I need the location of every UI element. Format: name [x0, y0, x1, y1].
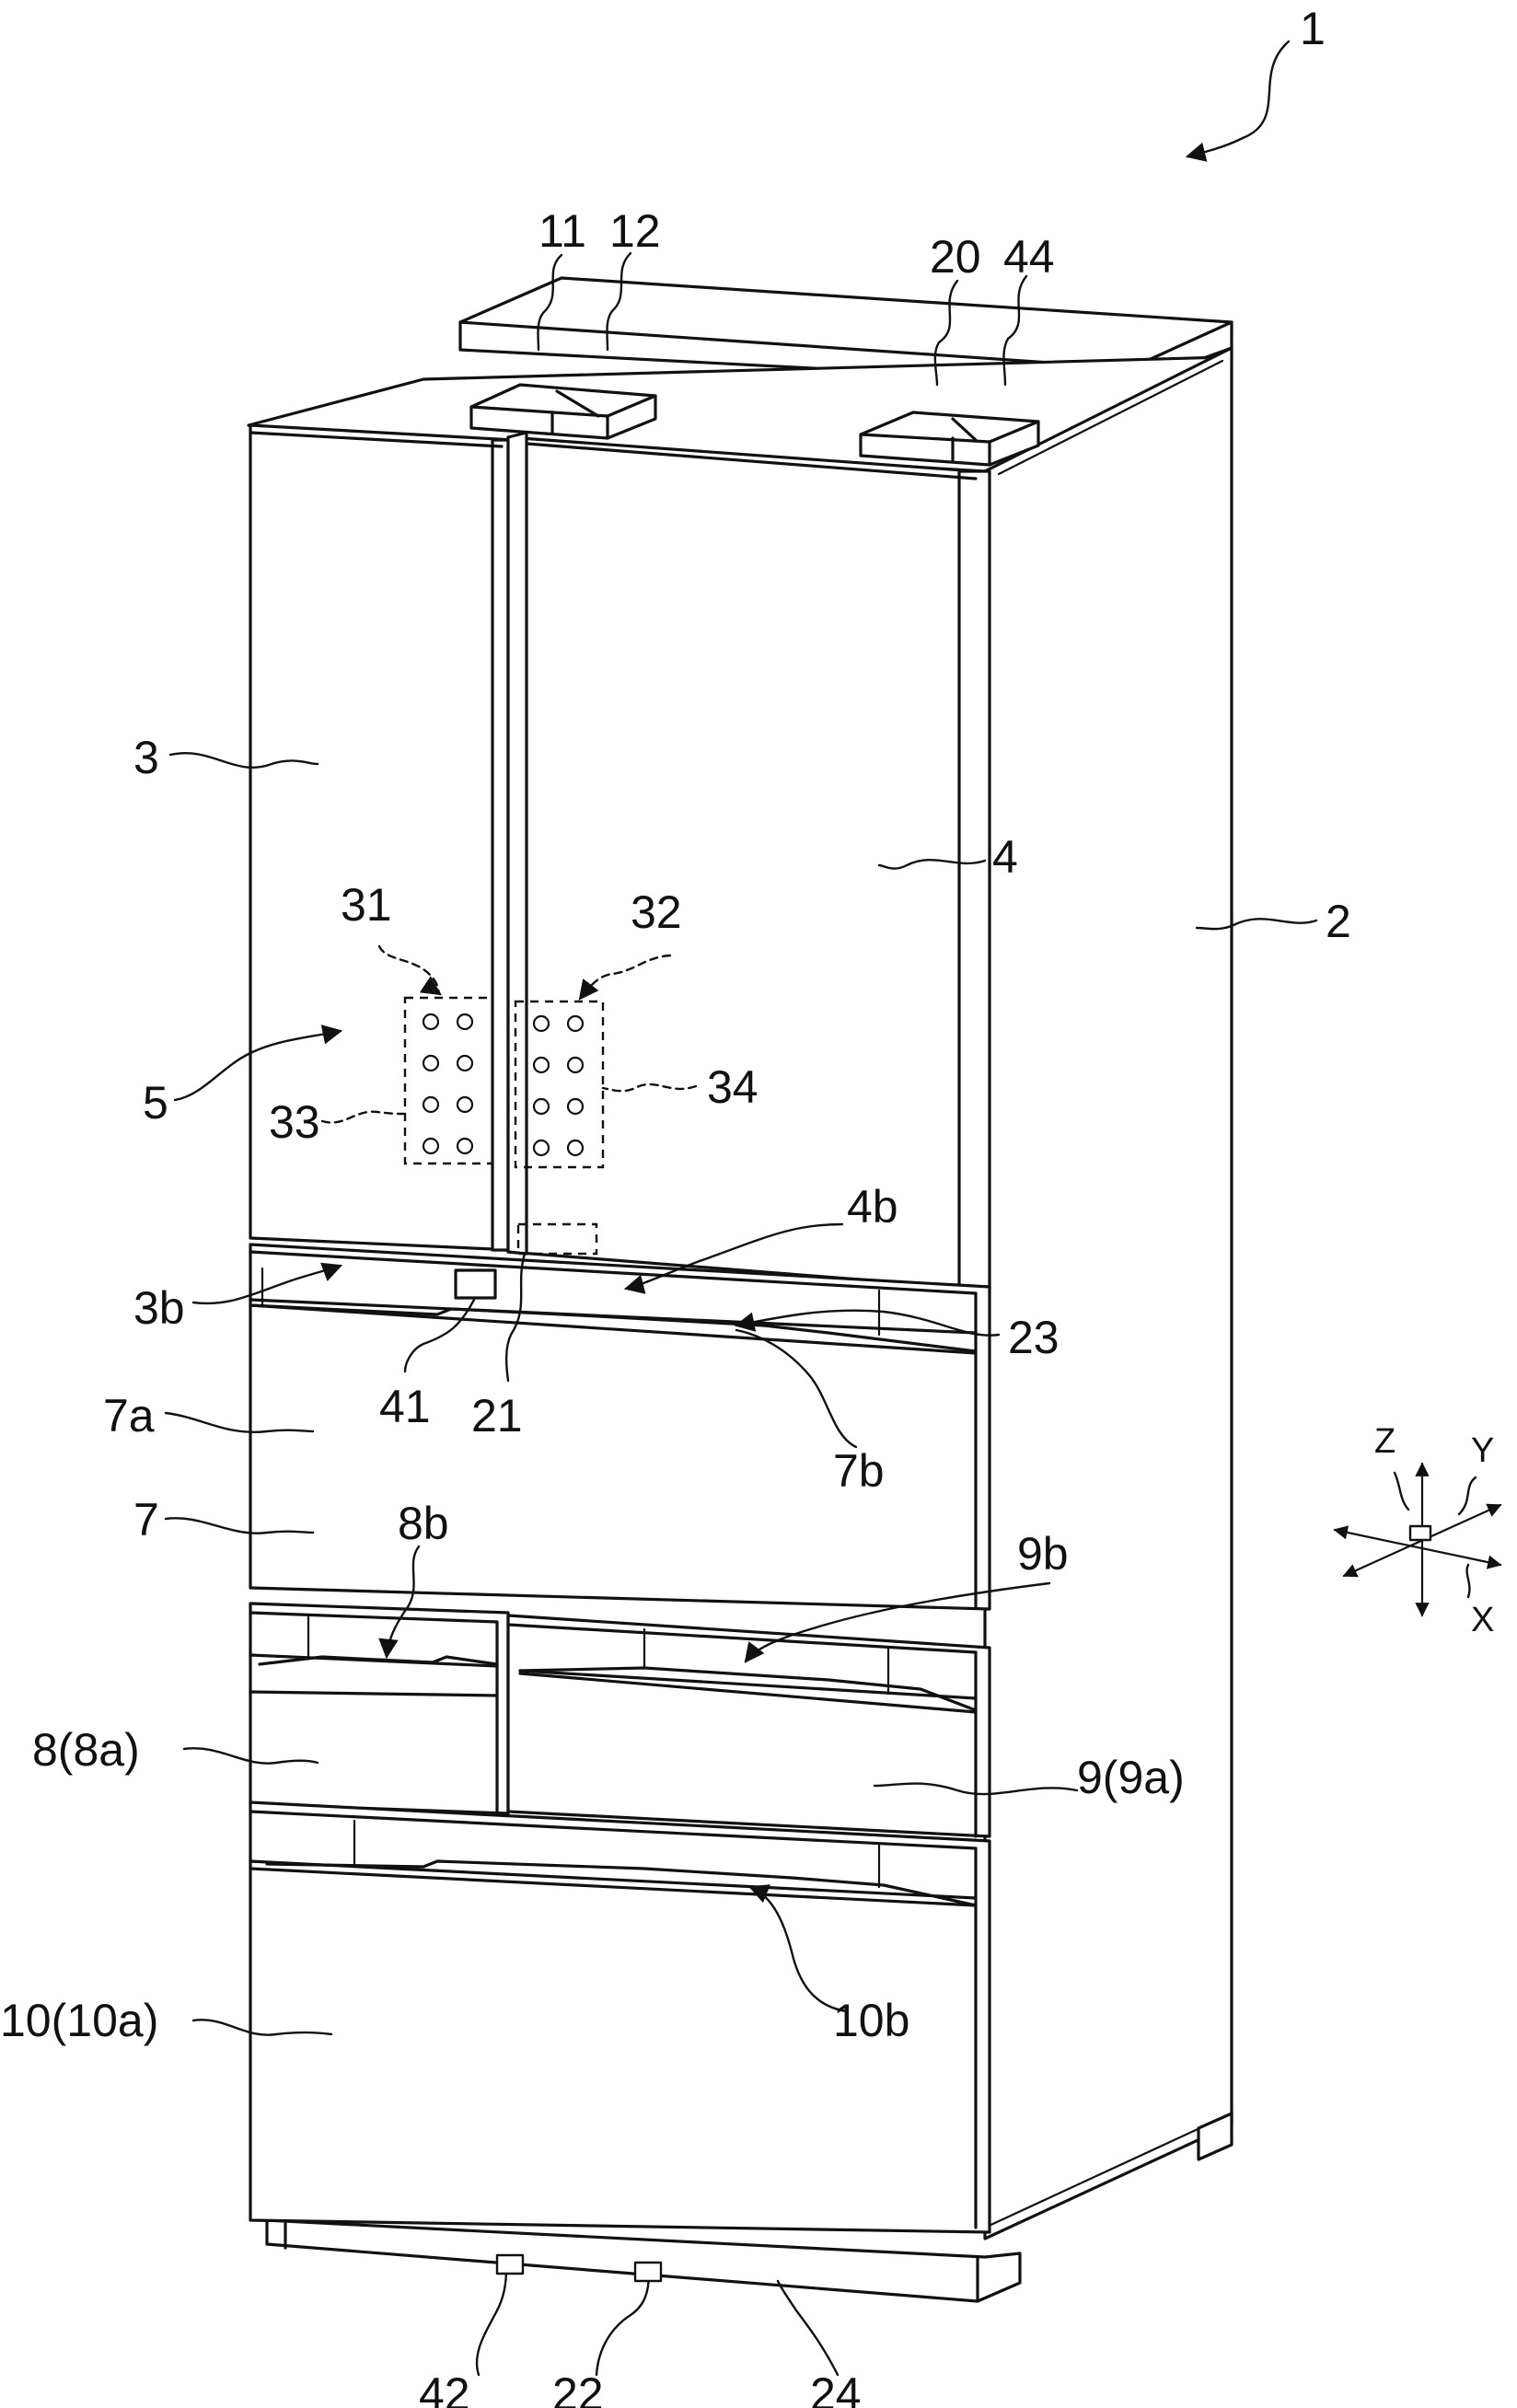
label-34: 34 [707, 1061, 758, 1113]
axis-label-y: Y [1471, 1431, 1494, 1470]
label-31: 31 [341, 879, 392, 931]
axis-labels: Z Y X [1374, 1422, 1494, 1639]
label-41: 41 [379, 1381, 431, 1432]
label-10: 10(10a) [0, 1995, 158, 2046]
axis-indicator [1335, 1464, 1500, 1615]
label-8b: 8b [398, 1498, 449, 1549]
label-32: 32 [631, 886, 682, 938]
axis-label-x: X [1471, 1601, 1494, 1639]
label-4b: 4b [847, 1181, 898, 1233]
label-10b: 10b [833, 1995, 909, 2046]
label-12: 12 [609, 205, 661, 257]
label-1: 1 [1300, 3, 1326, 54]
drawer-7 [250, 1245, 990, 1609]
label-5: 5 [143, 1077, 168, 1129]
label-3: 3 [133, 732, 159, 783]
label-4: 4 [992, 831, 1018, 883]
label-9b: 9b [1017, 1528, 1069, 1580]
label-22: 22 [552, 2368, 604, 2408]
label-23: 23 [1008, 1312, 1060, 1363]
axis-label-z: Z [1374, 1422, 1395, 1461]
label-24: 24 [810, 2368, 862, 2408]
label-2: 2 [1326, 896, 1351, 947]
drawer-8 [250, 1603, 508, 1813]
label-7: 7 [133, 1494, 159, 1546]
label-8: 8(8a) [32, 1724, 140, 1776]
label-11: 11 [538, 205, 586, 257]
drawer-9 [508, 1615, 990, 1836]
label-42: 42 [419, 2368, 470, 2408]
label-44: 44 [1003, 231, 1055, 283]
label-7a: 7a [103, 1390, 155, 1441]
label-21: 21 [471, 1390, 523, 1441]
label-9: 9(9a) [1077, 1752, 1185, 1803]
label-33: 33 [269, 1096, 320, 1148]
top-component-11-12 [471, 385, 655, 438]
label-7b: 7b [833, 1445, 885, 1497]
label-3b: 3b [133, 1282, 185, 1334]
label-20: 20 [930, 231, 981, 283]
